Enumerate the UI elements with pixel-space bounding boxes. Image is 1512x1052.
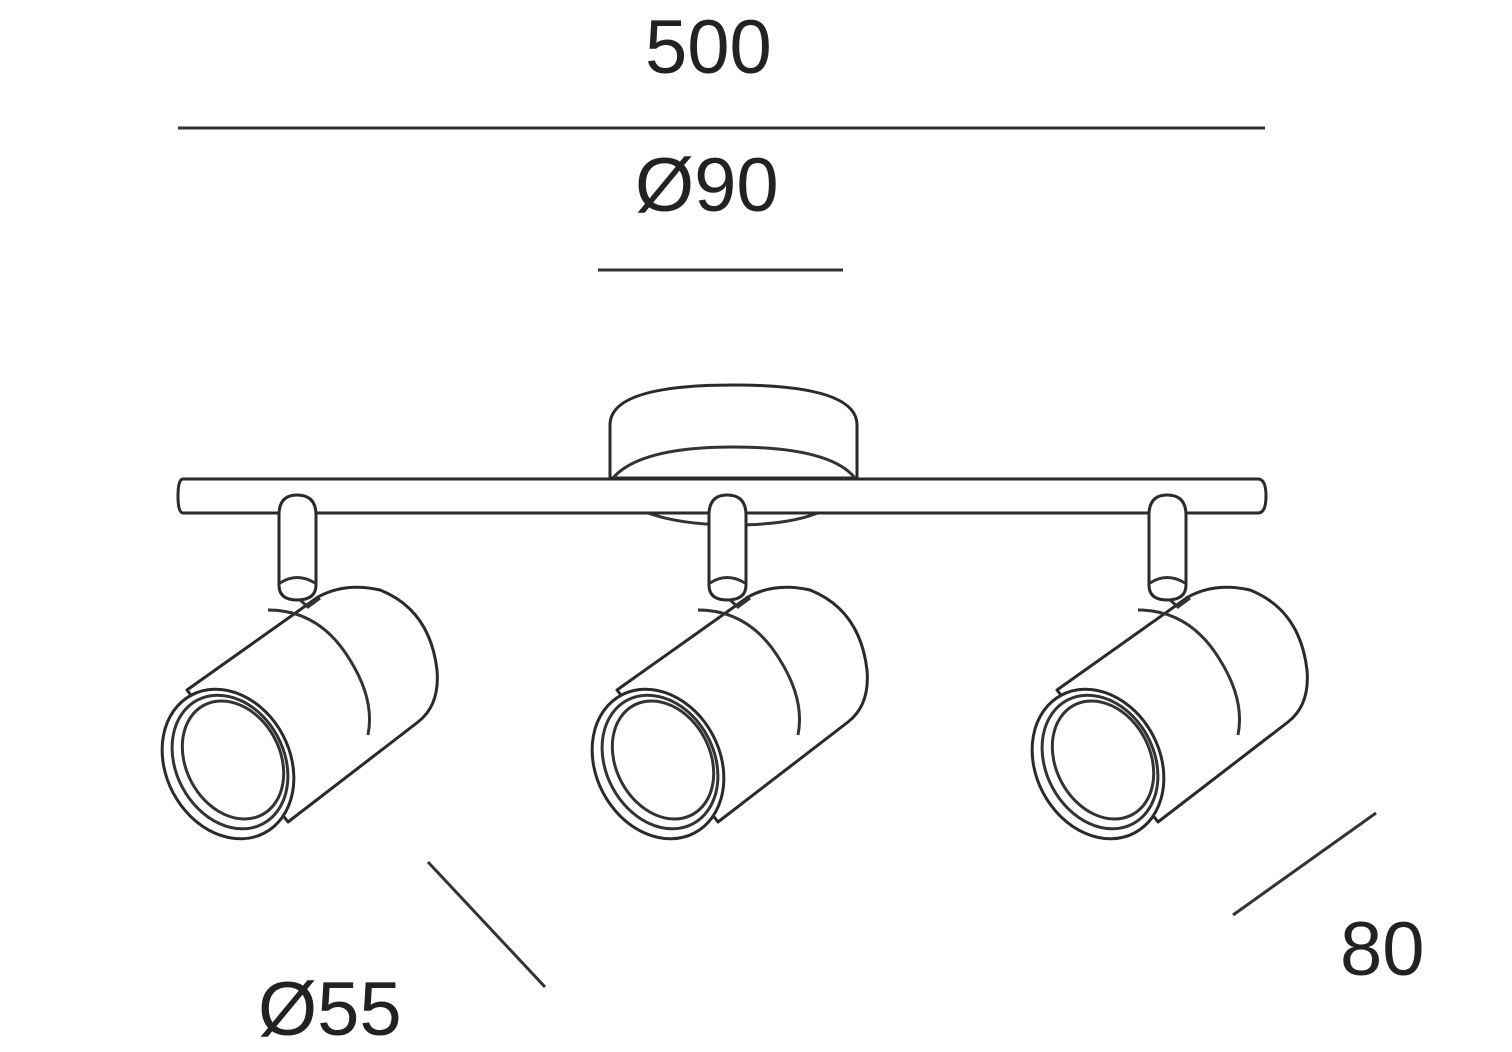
spotlight-2 [590,493,869,841]
spot-diameter-dimension-line [426,860,547,989]
spotlight-1 [160,493,439,841]
length-label: 500 [645,5,772,90]
canopy-diameter-label: Ø90 [635,143,779,228]
ceiling-canopy [608,383,859,527]
spotlight-3 [1030,493,1309,841]
depth-dimension-line [1232,811,1377,917]
spot-diameter-label: Ø55 [258,967,402,1052]
depth-label: 80 [1340,907,1425,992]
